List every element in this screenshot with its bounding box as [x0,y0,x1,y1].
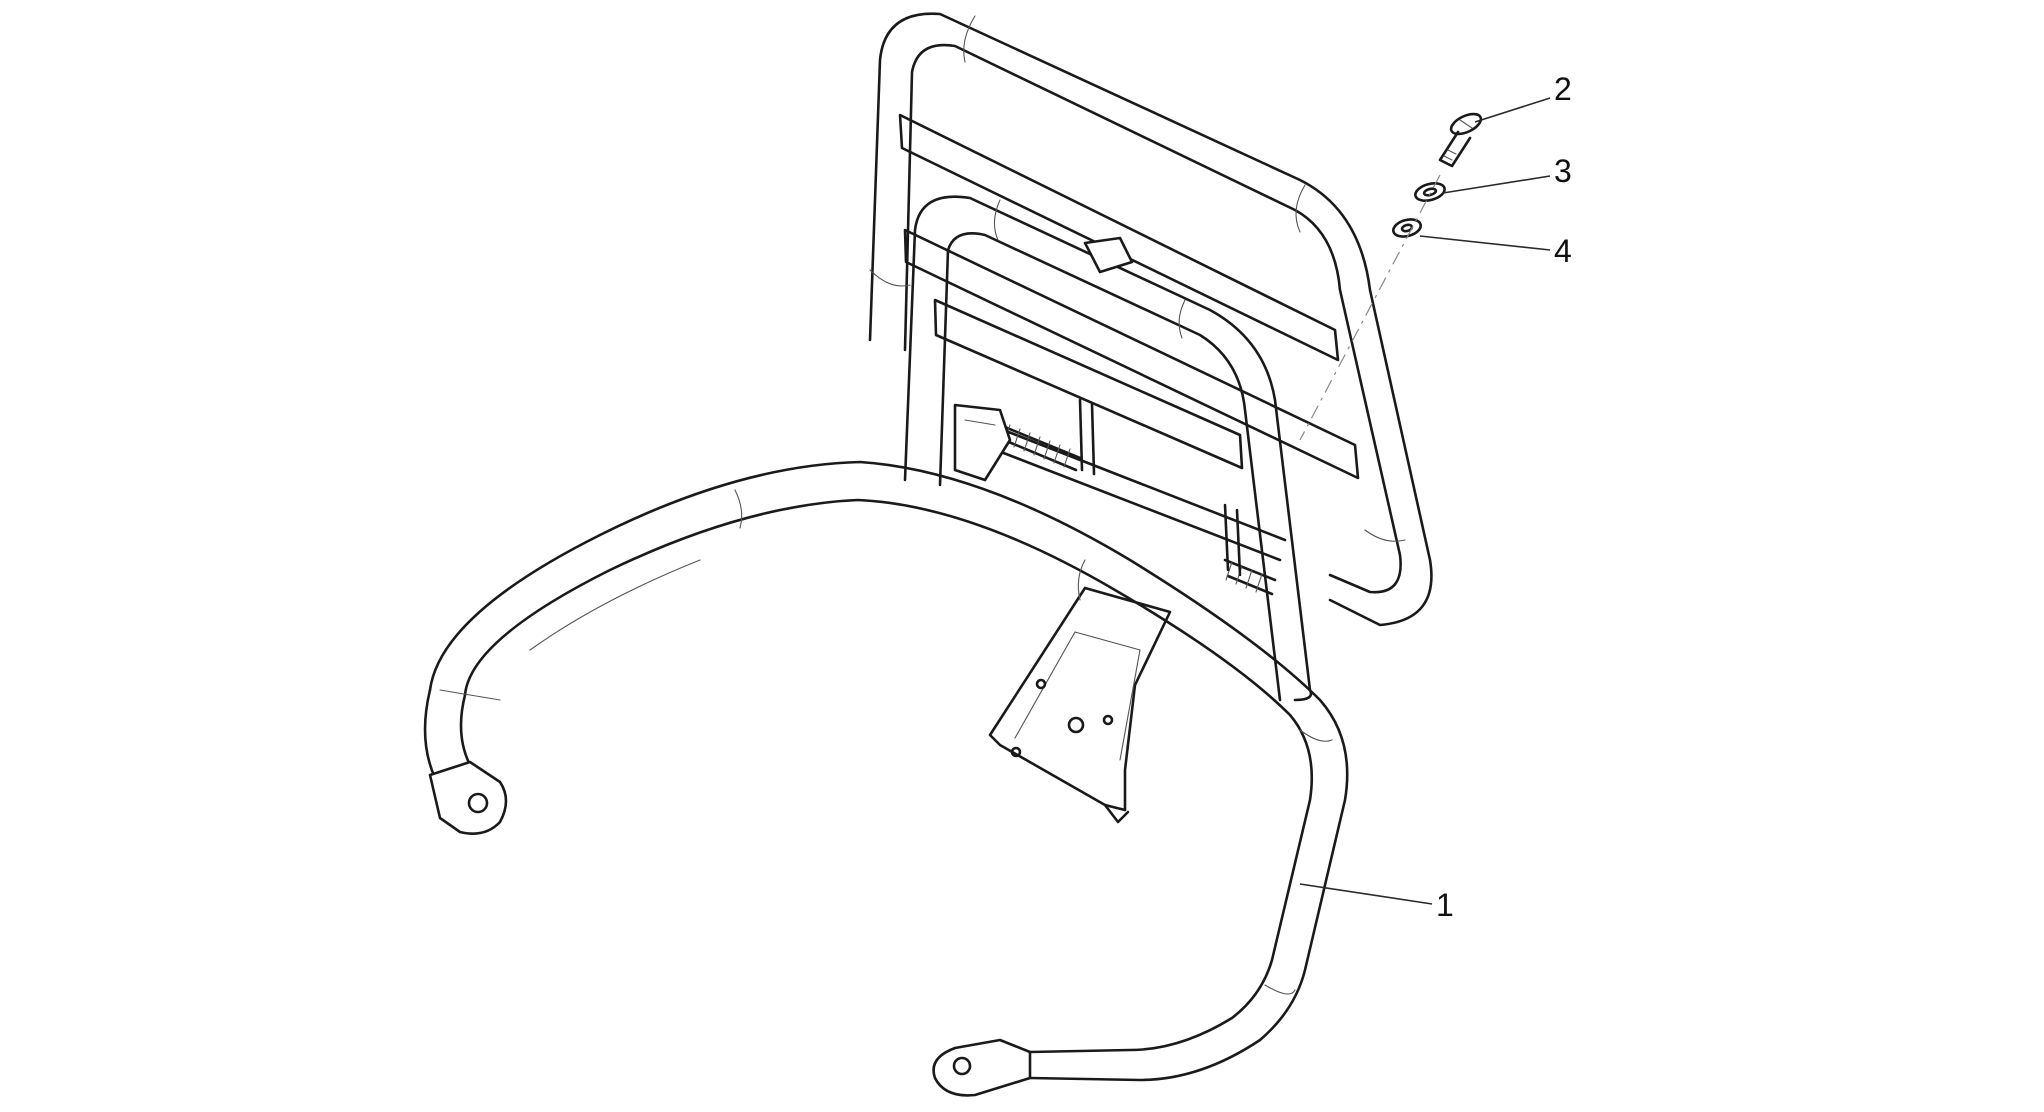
backrest-frame [868,12,1433,627]
callout-number-4: 4 [1554,233,1572,269]
leader-line-4 [1419,235,1551,251]
callout-number-3: 3 [1554,153,1572,189]
spring-left [998,423,1082,472]
rear-rack-main-tube [423,460,1349,1097]
callout-number-2: 2 [1554,71,1572,107]
leader-line-1 [1299,883,1433,905]
leader-line-2 [1474,97,1551,123]
flat-washer-part-4 [1392,218,1422,238]
mounting-plate [988,586,1172,824]
inner-backrest-hoop [903,195,1313,702]
leader-line-3 [1442,175,1551,194]
lock-washer-part-3 [1414,182,1446,202]
spring-assembly [963,398,1287,596]
hinge-bracket [953,403,1012,482]
assembly-axis-line [1299,174,1441,441]
callout-number-1: 1 [1436,887,1454,923]
screw-part-2 [1438,112,1483,168]
